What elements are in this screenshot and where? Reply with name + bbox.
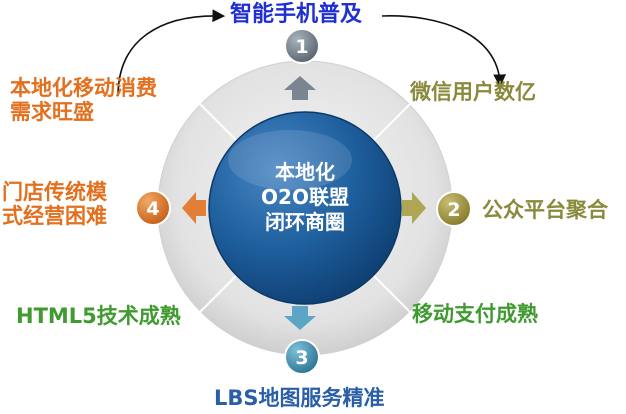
badge-2-circle [436,191,472,227]
arc-arrow-right [381,15,506,88]
label-store-traditional: 门店传统模 式经营困难 [2,180,107,228]
label-store-line-1: 门店传统模 [2,180,107,204]
label-wechat-users: 微信用户数亿 [410,80,536,104]
label-html5: HTML5技术成熟 [16,304,181,328]
center-circle [208,111,402,305]
center-line-1: 本地化 [275,160,335,184]
center-line-2: O2O联盟 [261,185,349,209]
arrow-up-icon [284,76,316,100]
badge-3-number: 3 [295,347,308,369]
label-local-consumption: 本地化移动消费 需求旺盛 [10,76,157,124]
badge-2-number: 2 [447,199,460,221]
label-smartphone-popularity: 智能手机普及 [230,2,363,27]
label-consumption-line-1: 本地化移动消费 [10,76,157,100]
badge-1-number: 1 [295,36,308,58]
badge-4-number: 4 [146,198,159,220]
badge-4-circle [135,190,171,226]
arrow-down-icon [284,306,316,330]
arrow-right-icon [402,192,426,224]
label-lbs-map: LBS地图服务精准 [214,386,385,410]
center-label: 本地化 O2O联盟 闭环商圈 [220,160,390,235]
label-mobile-payment: 移动支付成熟 [412,302,538,326]
label-public-platform: 公众平台聚合 [482,198,608,222]
arc-arrow-left [117,9,226,97]
arrow-left-icon [182,192,206,224]
label-consumption-line-2: 需求旺盛 [10,100,94,125]
badge-1-circle [284,28,320,64]
center-highlight [228,130,352,190]
label-store-line-2: 式经营困难 [2,204,107,229]
center-line-3: 闭环商圈 [265,210,345,234]
badge-3-circle [284,339,320,375]
